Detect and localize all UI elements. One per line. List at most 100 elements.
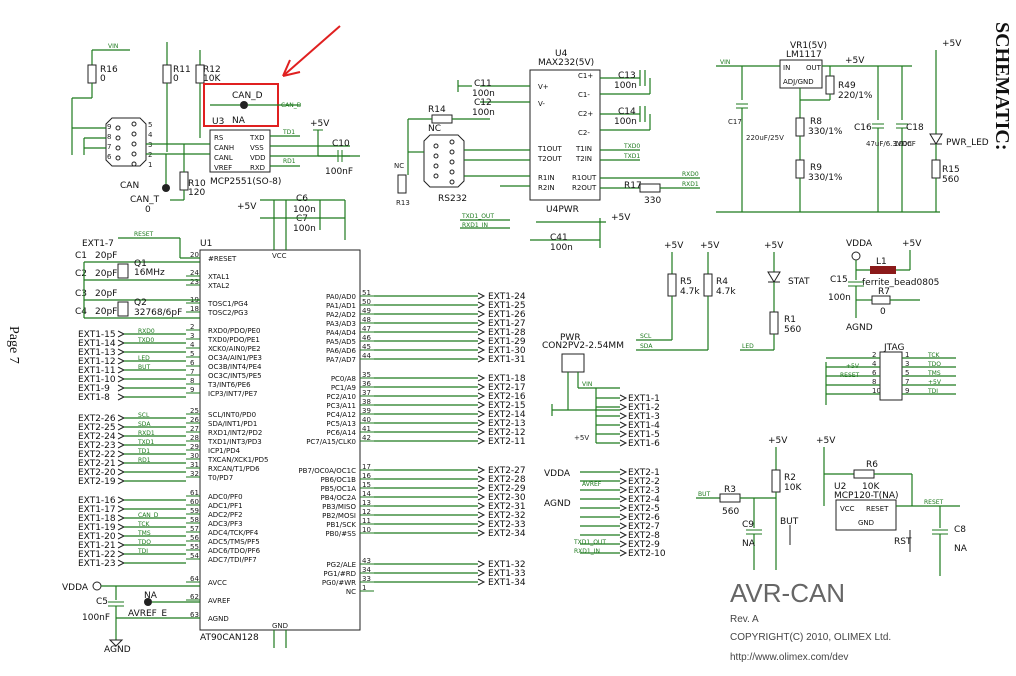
u4-pin-r1out: R1OUT bbox=[572, 174, 597, 182]
u1-pin-number: 27 bbox=[190, 425, 199, 433]
ext-left-net: SDA bbox=[138, 421, 151, 428]
ext-left-net: RXD0 bbox=[138, 328, 155, 335]
ext-left-label: EXT1-19 bbox=[78, 523, 116, 533]
pwr-conn-part: CON2PV2-2.54MM bbox=[542, 341, 624, 351]
pwr-ext2-arrow bbox=[619, 522, 628, 530]
u1-pin-name-left: TOSC2/PG3 bbox=[207, 309, 248, 317]
r9-resistor bbox=[795, 159, 805, 179]
ext-left-label: EXT1-17 bbox=[78, 505, 116, 515]
vr1-pin-in: IN bbox=[783, 64, 790, 72]
r3-resistor bbox=[719, 493, 741, 503]
u1-pin-number: 20 bbox=[190, 251, 199, 259]
u1-vcc-label: VCC bbox=[272, 252, 287, 260]
u1-pin-name-left: OC3C/INT5/PE5 bbox=[208, 372, 262, 380]
url-text: http://www.olimex.com/dev bbox=[730, 652, 848, 663]
r17-label: R17 bbox=[624, 181, 642, 191]
r1-value: 560 bbox=[784, 325, 801, 335]
u1-pin-number: 44 bbox=[362, 352, 371, 360]
ext-left-net: TXD1 bbox=[137, 439, 154, 446]
pwr-vin-net: VIN bbox=[582, 381, 592, 388]
q2-crystal bbox=[117, 301, 129, 317]
pwr-ext1-label: EXT1-3 bbox=[628, 412, 660, 422]
vr1-pin-adj: ADJ/GND bbox=[783, 78, 814, 86]
u1-pin-number: 1 bbox=[362, 584, 366, 592]
svg-text:4: 4 bbox=[148, 131, 153, 139]
u1-pin-number: 55 bbox=[190, 543, 199, 551]
l1-value: ferrite_bead0805 bbox=[862, 278, 939, 288]
rst-plus5v: +5V bbox=[816, 436, 836, 446]
u1-pin-number: 46 bbox=[362, 334, 371, 342]
rst-switch-label: RST bbox=[894, 537, 912, 547]
ext-right-label: EXT2-17 bbox=[488, 383, 526, 393]
u3-pin-vss: VSS bbox=[250, 144, 264, 152]
can-section: VIN R16 0 R11 0 R12 10K CAN_D CAN_D NA U… bbox=[71, 25, 360, 215]
r2-label: R2 bbox=[784, 473, 796, 483]
svg-text:6: 6 bbox=[107, 153, 112, 161]
reset-section: +5V R6 10K U2 MCP120-T(NA) VCC RESET GND… bbox=[816, 436, 968, 576]
ext-left-label: EXT2-22 bbox=[78, 450, 116, 460]
c5-label: C5 bbox=[96, 597, 108, 607]
jtag-pin-number: 9 bbox=[905, 387, 909, 395]
u4-pin-c2p: C2+ bbox=[578, 110, 593, 118]
jtag-pin-number: 7 bbox=[905, 378, 909, 386]
u1-pin-name-right: PC7/A15/CLK0 bbox=[306, 438, 356, 446]
l1-ferrite-bead bbox=[870, 266, 896, 274]
u1-pin-name-left: T0/PD7 bbox=[207, 474, 233, 482]
but-switch-label: BUT bbox=[780, 517, 799, 527]
r4-resistor bbox=[703, 273, 713, 297]
u2-part: MCP120-T(NA) bbox=[834, 491, 899, 501]
rxd1-net-label: RXD1 bbox=[682, 181, 699, 188]
q1-value: 16MHz bbox=[134, 268, 165, 278]
vr1-ldo bbox=[779, 59, 823, 89]
r9-value: 330/1% bbox=[808, 173, 843, 183]
ext-left-label: EXT1-12 bbox=[78, 357, 116, 367]
ext-left-net: TCK bbox=[137, 521, 151, 528]
ext-left-arrow bbox=[117, 468, 126, 476]
pwr-ext2-label: EXT2-10 bbox=[628, 549, 666, 559]
u4-pin-t2in: T2IN bbox=[575, 155, 592, 163]
r16-value: 0 bbox=[100, 74, 106, 84]
u1-pin-name-left: OC3A/AIN1/PE3 bbox=[208, 354, 262, 362]
u3-ref: U3 bbox=[212, 117, 224, 127]
ext-left-arrow bbox=[117, 414, 126, 422]
ext-left-label: EXT2-26 bbox=[78, 414, 116, 424]
u1-pin-name-left: TXCAN/XCK1/PD5 bbox=[207, 456, 268, 464]
pwr-ext1-arrow bbox=[619, 439, 628, 447]
pwr-conn-header bbox=[561, 353, 585, 373]
pwr-ext2-label: EXT2-4 bbox=[628, 495, 660, 505]
ext-left-arrow bbox=[117, 393, 126, 401]
u1-pin-number: 62 bbox=[190, 593, 199, 601]
u4-pin-c1m: C1- bbox=[578, 91, 590, 99]
ext-left-arrow bbox=[117, 432, 126, 440]
c17-label: C17 bbox=[728, 118, 742, 126]
u4-part: MAX232(5V) bbox=[538, 58, 594, 68]
ferrite-vdda: VDDA bbox=[846, 239, 873, 249]
u3-pin-vdd: VDD bbox=[250, 154, 266, 162]
ext-left-arrow bbox=[117, 348, 126, 356]
crystal-section: EXT1-7 RESET C1 20pF C2 20pF C3 20pF C4 … bbox=[75, 231, 200, 319]
rst-net: RESET bbox=[924, 499, 944, 506]
ext-left-arrow bbox=[117, 559, 126, 567]
vin-net-label: VIN bbox=[108, 43, 118, 50]
ext-right-label: EXT1-24 bbox=[488, 292, 526, 302]
u1-pin-name-left: TOSC1/PG4 bbox=[207, 300, 249, 308]
ext-left-net: TD1 bbox=[137, 448, 150, 455]
u1-pin-name-right: PB7/OC0A/OC1C bbox=[298, 467, 356, 475]
u4-pin-vplus: V+ bbox=[538, 83, 549, 91]
avcc-section: VDDA C5 100nF NA AVREF_E AGND bbox=[62, 581, 200, 655]
u1-pin-name-left: ICP3/INT7/PE7 bbox=[208, 390, 257, 398]
u1-pin-name-left: SCL/INT0/PD0 bbox=[208, 411, 256, 419]
pwr-ext2-label: EXT2-5 bbox=[628, 504, 660, 514]
ext-right-arrow bbox=[477, 292, 486, 300]
ext-left-net: TDI bbox=[137, 548, 148, 555]
pwr-ext1-arrow bbox=[619, 421, 628, 429]
but-plus5v: +5V bbox=[768, 436, 788, 446]
u1-pin-name-right: PB3/MISO bbox=[322, 503, 356, 511]
r49-label: R49 bbox=[838, 81, 856, 91]
u1-pin-number: 35 bbox=[362, 371, 371, 379]
c2-label: C2 bbox=[75, 269, 87, 279]
u1-pin-name-right: PA1/AD1 bbox=[326, 302, 356, 310]
u1-pin-name-right: PA4/AD4 bbox=[326, 329, 357, 337]
avref-e-label: AVREF_E bbox=[128, 609, 167, 619]
